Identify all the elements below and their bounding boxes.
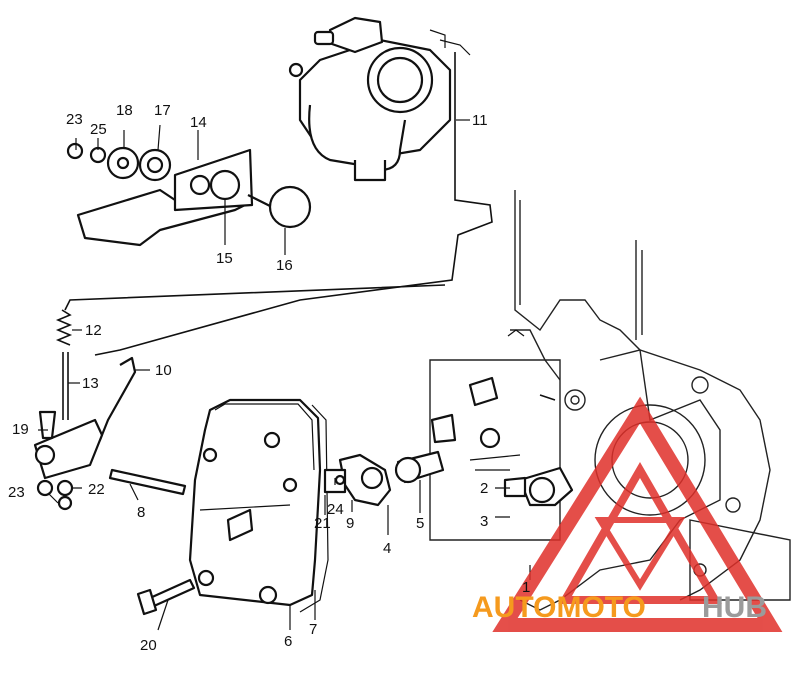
governor-internal-parts [430,376,574,507]
callout-labels: 1 2 3 4 5 6 7 8 9 10 11 12 13 14 15 16 1… [8,102,530,654]
callout-3: 3 [480,513,488,530]
callout-14: 14 [190,114,207,131]
callout-22: 22 [88,481,105,498]
leader-lines [38,119,531,631]
callout-23-top: 23 [66,111,83,128]
gasket [299,404,329,613]
callout-23-bottom: 23 [8,484,25,501]
governor-arm [33,356,137,511]
logo-triangle-core [594,517,686,591]
throttle-cable [94,52,493,356]
callout-18: 18 [116,102,133,119]
callout-8: 8 [137,504,145,521]
callout-12: 12 [85,322,102,339]
logo-triangle-inner [558,461,722,604]
plug-sleeve [394,450,445,484]
callout-11: 11 [472,112,488,129]
callout-7: 7 [309,621,317,638]
callout-9: 9 [346,515,354,532]
callout-1: 1 [522,579,530,596]
callout-13: 13 [82,375,99,392]
callout-15: 15 [216,250,233,267]
watermark-brand-part2: HUB [702,591,767,624]
crankcase-outline [429,190,791,611]
gear-case-cover [188,398,322,607]
governor-assembly [323,453,392,507]
callout-19: 19 [12,421,29,438]
callout-4: 4 [383,540,391,557]
callout-5: 5 [416,515,424,532]
callout-10: 10 [155,362,172,379]
callout-20: 20 [140,637,157,654]
callout-21: 21 [314,515,331,532]
logo-triangle-outer [492,396,783,632]
callout-24: 24 [327,501,344,518]
choke-lever-assembly [66,142,312,247]
cable-to-spring [64,284,446,311]
return-spring [55,309,73,346]
carburetor [288,16,471,182]
governor-shaft [108,468,187,496]
watermark-logo [492,396,783,632]
watermark-brand-part1: AUTOMOTO [472,591,646,624]
callout-17: 17 [154,102,171,119]
callout-2: 2 [480,480,488,497]
callout-6: 6 [284,633,292,650]
governor-rod [62,352,69,420]
callout-25: 25 [90,121,107,138]
bolt [136,578,196,616]
callout-16: 16 [276,257,293,274]
